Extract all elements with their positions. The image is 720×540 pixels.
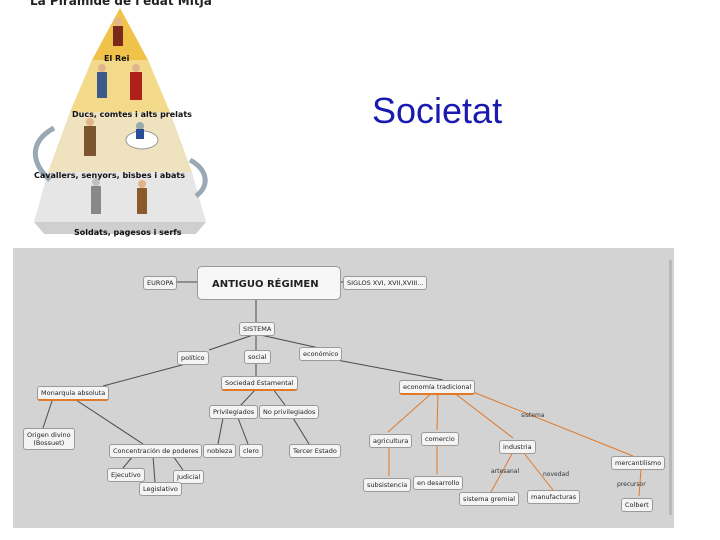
- link-economico-economia: [336, 359, 444, 381]
- link-priv-clero: [237, 417, 249, 445]
- link-label-novedad: novedad: [543, 471, 570, 478]
- node-agricultura: agricultura: [369, 434, 413, 448]
- node-colbert: Colbert: [621, 498, 653, 512]
- pyramid-label-peasants: Soldats, pagesos i serfs: [74, 228, 182, 237]
- pyramid-tier-knights: [48, 112, 192, 172]
- node-manufacturas: manufacturas: [527, 490, 581, 504]
- node-nobleza: nobleza: [203, 444, 237, 458]
- node-ejecutivo: Ejecutivo: [107, 468, 145, 482]
- pyramid-label-knights: Cavallers, senyors, bisbes i abats: [34, 171, 186, 180]
- link-sistema-economico: [255, 333, 320, 349]
- node-sistema-gremial: sistema gremial: [459, 492, 520, 506]
- concept-map-links: [42, 281, 642, 497]
- link-nopriv-tercer: [292, 417, 310, 445]
- node-economico: económico: [299, 347, 343, 361]
- node-legislativo: Legislativo: [139, 482, 182, 496]
- link-merc-colbert: [638, 469, 642, 497]
- link-conc-judicial: [172, 455, 184, 471]
- slide-title: Societat: [372, 90, 503, 131]
- node-monarquia: Monarquía absoluta: [37, 386, 110, 401]
- pyramid-illustration: La Piràmide de l'edat Mitja El Rei Ducs,…: [20, 0, 220, 242]
- cycle-arrow-left: [32, 125, 56, 182]
- pyramid-label-king: El Rei: [104, 54, 130, 63]
- link-eco-comercio: [436, 391, 439, 431]
- link-monarquia-concentracion: [72, 397, 144, 445]
- link-label-sistema: sistema: [521, 412, 545, 419]
- figure-king: [113, 18, 123, 46]
- node-europa: EUROPA: [143, 276, 178, 290]
- link-ind-gremial: [490, 451, 514, 493]
- link-sistema-politico: [208, 333, 257, 351]
- figure-peasant: [137, 180, 147, 214]
- figure-abbot: [84, 118, 96, 156]
- node-judicial: Judicial: [173, 470, 205, 484]
- link-sociedad-nopriv: [272, 388, 286, 406]
- pyramid-title: La Piràmide de l'edat Mitja: [30, 0, 212, 8]
- node-social: social: [244, 350, 271, 364]
- node-economia: economía tradicional: [399, 380, 476, 395]
- node-sistema: SISTEMA: [239, 322, 276, 336]
- figure-soldier: [91, 178, 101, 214]
- node-privilegiados: Privilegiados: [209, 405, 259, 419]
- pyramid-tier-nobles: [70, 60, 170, 112]
- node-subsistencia: subsistencia: [363, 478, 412, 492]
- node-no-privilegiados: No privilegiados: [259, 405, 320, 419]
- node-tercer-estado: Tercer Estado: [289, 444, 341, 458]
- link-politico-monarquia: [102, 361, 194, 387]
- link-conc-ejecutivo: [122, 455, 134, 469]
- node-siglos: SIGLOS XVI, XVII,XVIII...: [343, 276, 428, 290]
- link-label-precursor: precursor: [617, 481, 646, 488]
- node-sociedad: Sociedad Estamental: [221, 376, 298, 391]
- node-clero: clero: [239, 444, 263, 458]
- node-en-desarrollo: en desarrollo: [413, 476, 464, 490]
- pyramid-label-nobles: Ducs, comtes i alts prelats: [72, 110, 192, 119]
- pyramid-base: [34, 222, 206, 234]
- node-origen: Origen divino (Bossuet): [23, 428, 75, 450]
- link-sociedad-priv: [239, 388, 257, 407]
- link-eco-agricultura: [387, 391, 434, 433]
- link-conc-legislativo: [152, 455, 156, 483]
- node-main: ANTIGUO RÉGIMEN: [197, 266, 341, 300]
- figure-duke: [97, 64, 107, 98]
- node-industria: industria: [499, 440, 536, 454]
- concept-map: EUROPA ANTIGUO RÉGIMEN SIGLOS XVI, XVII,…: [13, 248, 674, 528]
- node-comercio: comercio: [421, 432, 459, 446]
- pyramid-tier-peasants: [34, 172, 206, 222]
- link-eco-industria: [452, 391, 514, 439]
- link-ind-manufacturas: [522, 451, 554, 491]
- figure-prelate: [130, 64, 142, 100]
- figure-knight: [125, 122, 159, 150]
- node-mercantilismo: mercantilismo: [611, 456, 666, 470]
- link-priv-nobleza: [217, 417, 224, 445]
- vertical-scrollbar[interactable]: [669, 260, 672, 515]
- cycle-arrow-right: [188, 157, 208, 199]
- pyramid-graphic: [32, 8, 208, 234]
- link-monarquia-origen: [42, 397, 54, 429]
- link-label-artesanal: artesanal: [491, 468, 520, 475]
- node-concentracion: Concentración de poderes: [109, 444, 203, 458]
- node-politico: político: [177, 351, 209, 365]
- link-eco-mercantilismo: [472, 391, 634, 457]
